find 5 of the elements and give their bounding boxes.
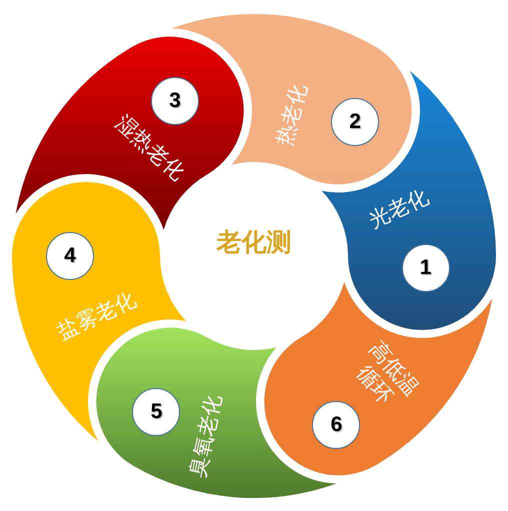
petal-label: 盐雾老化 xyxy=(54,287,141,346)
petal-label: 热老化 xyxy=(271,81,312,149)
petal-label: 光老化 xyxy=(364,184,432,234)
diagram-title: 老化测 xyxy=(216,226,292,258)
petal-label: 臭氧老化 xyxy=(184,392,227,480)
